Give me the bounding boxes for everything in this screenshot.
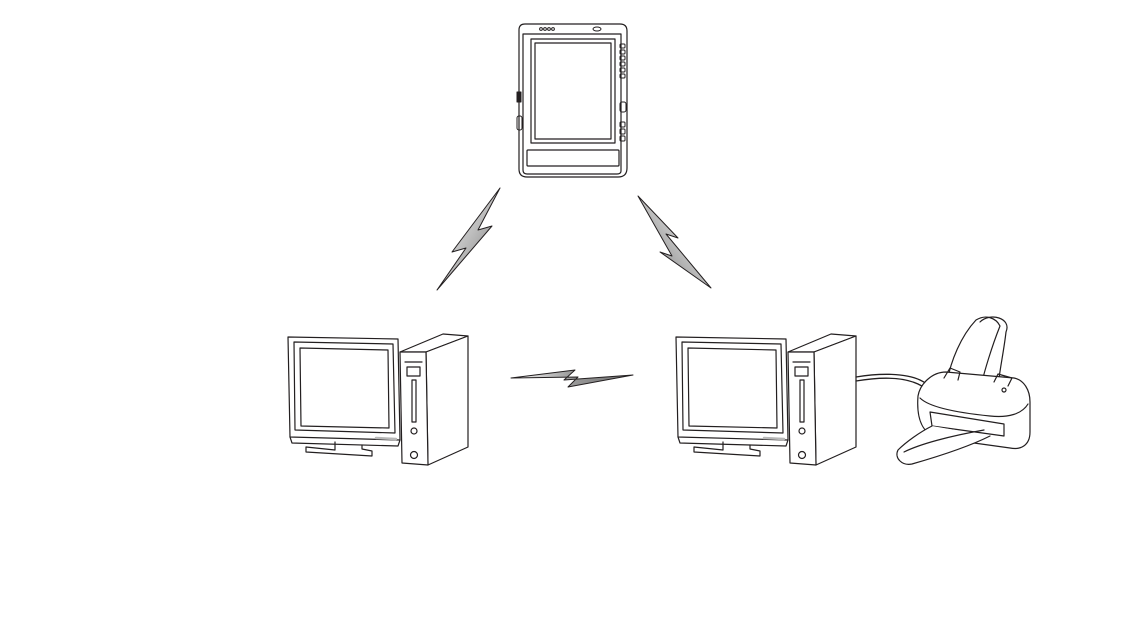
tablet-icon	[517, 24, 627, 177]
wireless-bolt-icon	[437, 188, 500, 290]
computer-left	[288, 334, 468, 465]
tower-icon	[400, 334, 468, 465]
monitor-icon	[288, 337, 400, 456]
wireless-bolt-icon	[511, 370, 633, 387]
printer-icon	[897, 317, 1030, 464]
tower-icon	[788, 334, 856, 465]
computer-right	[676, 334, 856, 465]
wireless-bolt-computers	[511, 370, 633, 387]
wireless-bolt-tablet-left	[437, 188, 500, 290]
wireless-bolt-icon	[638, 196, 711, 288]
monitor-icon	[676, 337, 788, 456]
wireless-bolt-tablet-right	[638, 196, 711, 288]
